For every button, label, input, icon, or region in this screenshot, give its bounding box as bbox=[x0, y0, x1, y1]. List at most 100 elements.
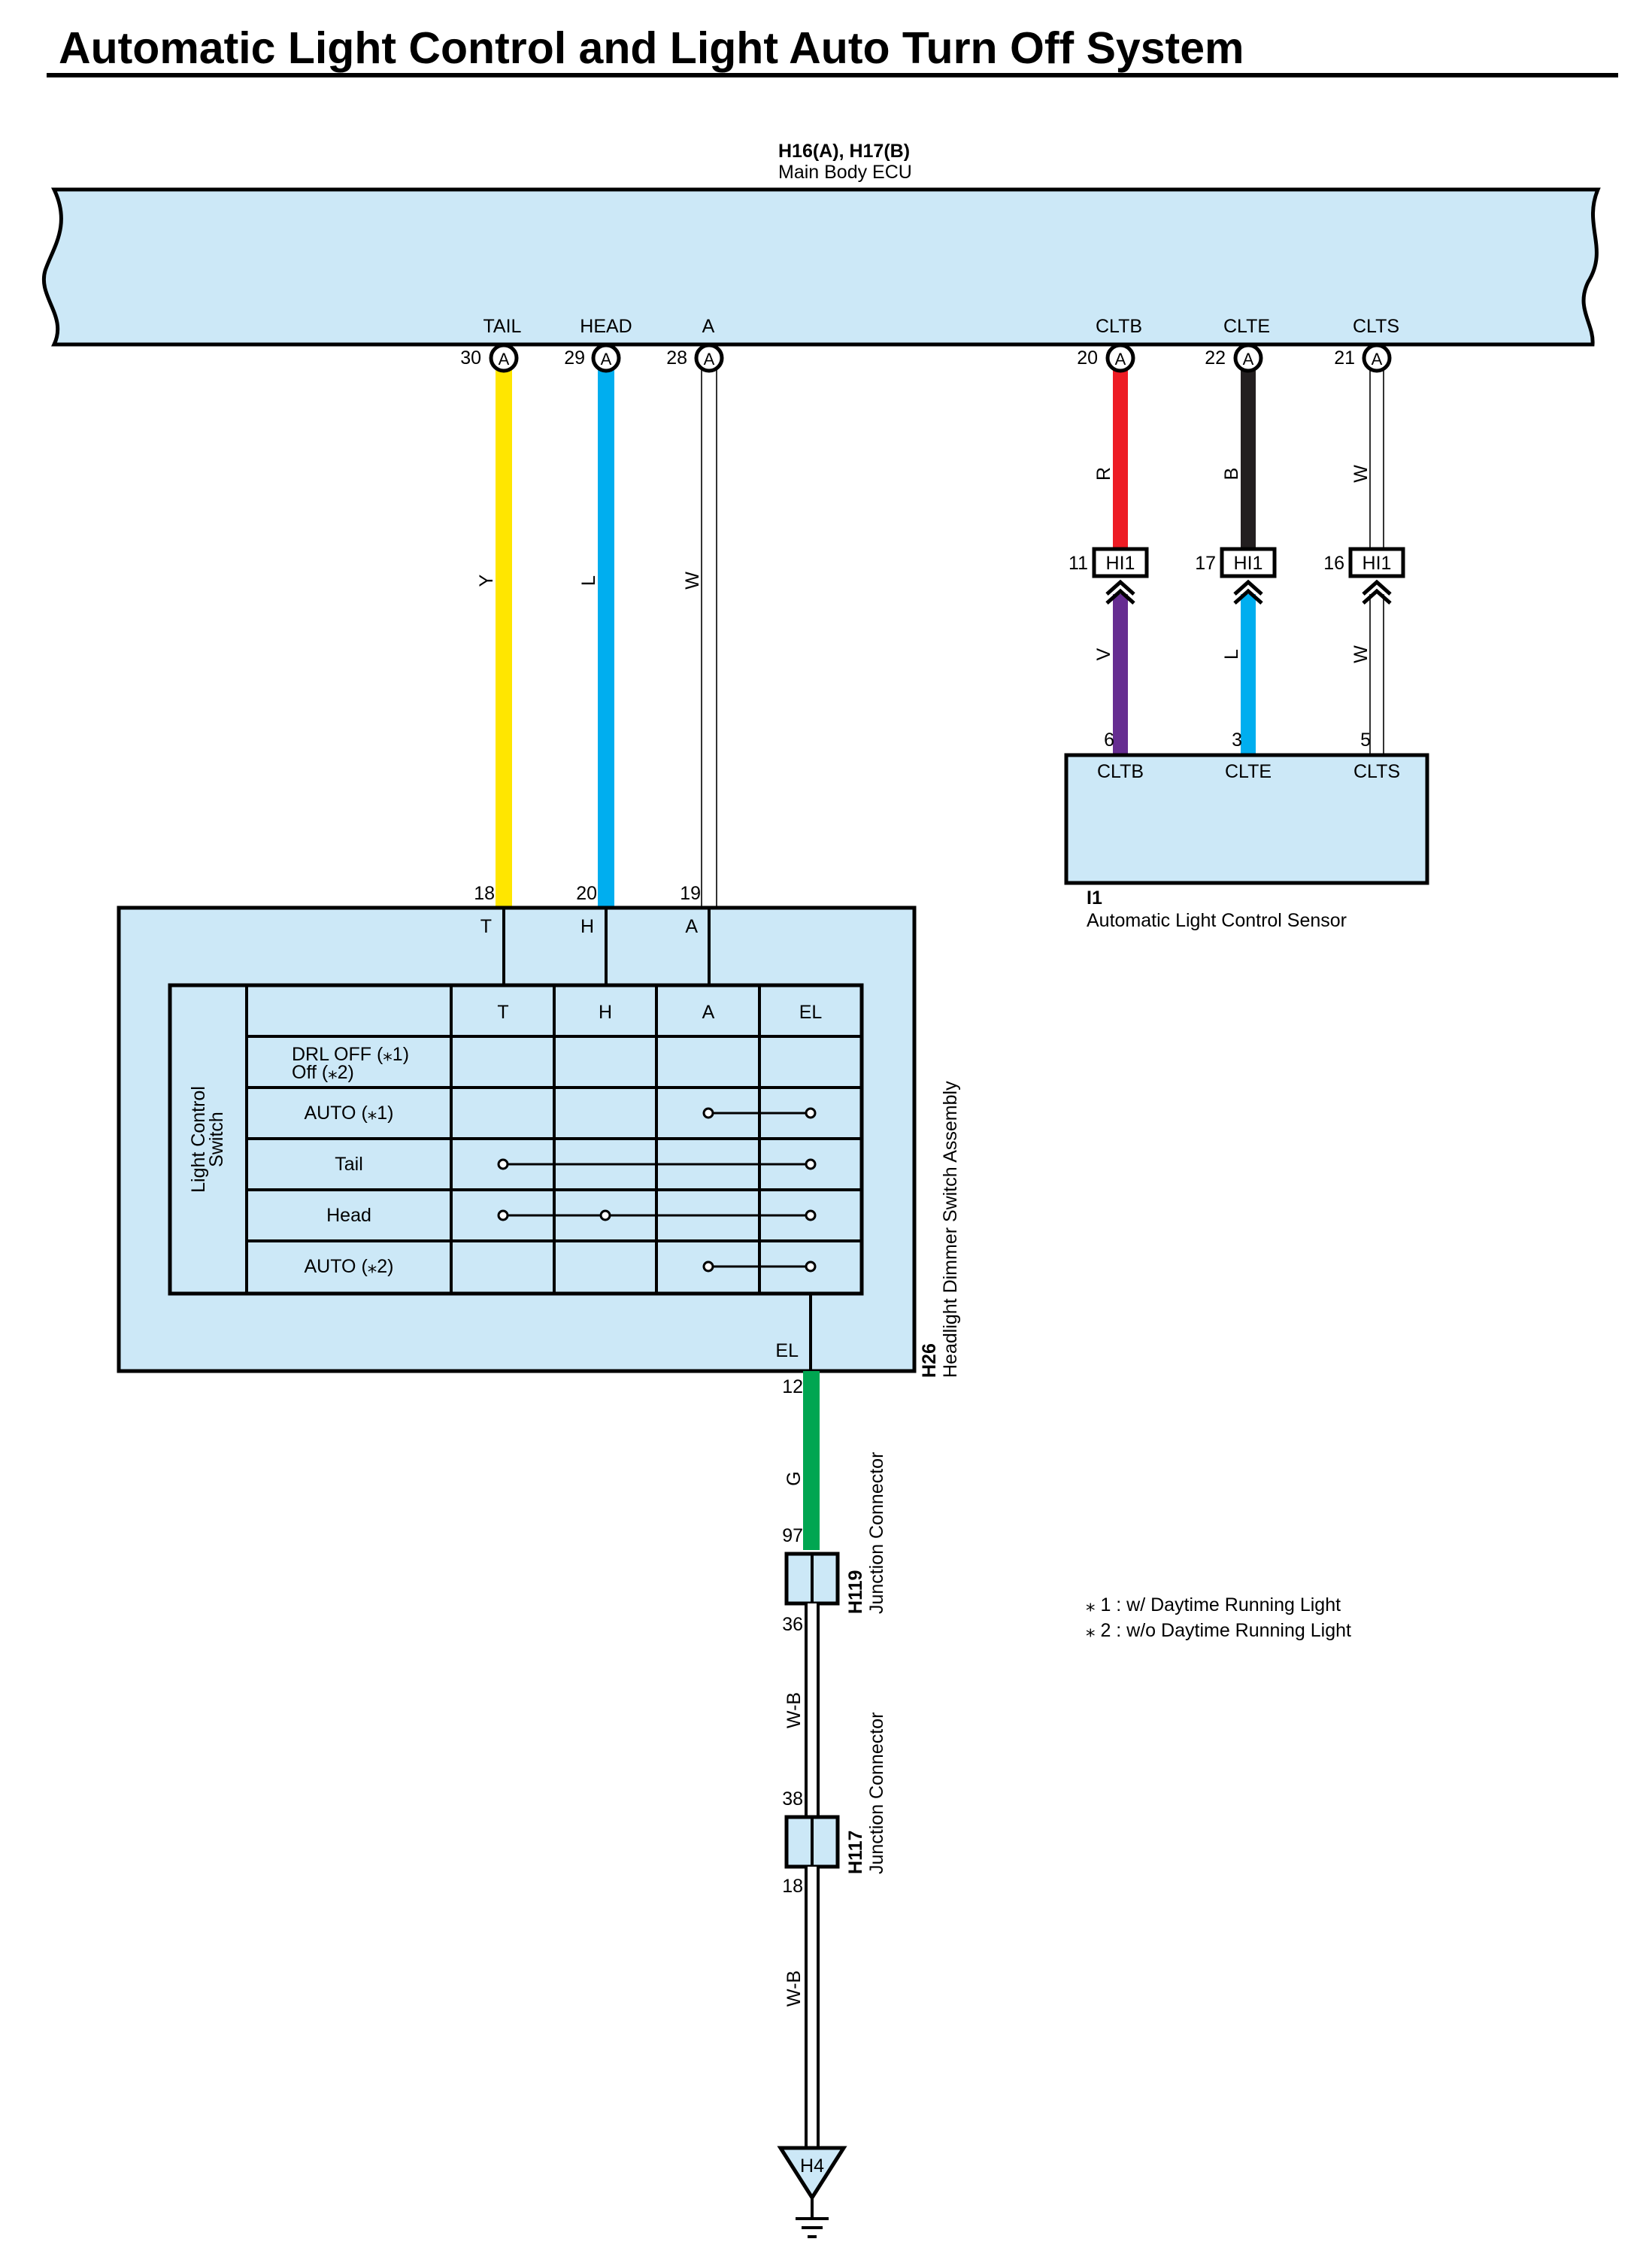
svg-text:A: A bbox=[601, 350, 612, 369]
junction1-pin-36: 36 bbox=[782, 1614, 803, 1635]
page-title: Automatic Light Control and Light Auto T… bbox=[59, 23, 1244, 73]
ecu-pin-circle-cltb: A bbox=[1105, 343, 1135, 373]
junction2-connector-label: H117 bbox=[845, 1831, 866, 1874]
sensor-pin-3: 3 bbox=[1232, 730, 1242, 751]
svg-text:A: A bbox=[1115, 350, 1126, 369]
wire-code-a: W bbox=[682, 572, 703, 590]
sensor-terminal-cltb: CLTB bbox=[1097, 761, 1144, 782]
wire-clts-white-upper bbox=[1369, 370, 1384, 558]
hi1-pin-11: 11 bbox=[1068, 553, 1088, 574]
wire-clts-white-lower bbox=[1369, 594, 1384, 755]
svg-text:A: A bbox=[1372, 350, 1383, 369]
ecu-pin-30: 30 bbox=[460, 347, 481, 369]
switch-side-label-2: Switch bbox=[206, 1112, 227, 1167]
wire-code-clte-lower: L bbox=[1221, 649, 1242, 660]
junction2-name-label: Junction Connector bbox=[866, 1712, 887, 1874]
light-control-sensor-box bbox=[1064, 753, 1429, 885]
el-pin-12: 12 bbox=[782, 1376, 803, 1397]
sensor-connector-label: I1 bbox=[1087, 887, 1102, 909]
hi1-connector-cltb: HI1 bbox=[1092, 547, 1149, 605]
wire-clte-black bbox=[1241, 370, 1256, 558]
wire-el-green bbox=[803, 1371, 820, 1550]
light-control-switch-table bbox=[168, 983, 864, 1296]
switch-row-auto1: AUTO (⁎1) bbox=[305, 1103, 394, 1124]
wire-code-cltb-upper: R bbox=[1093, 467, 1114, 481]
wire-tail-yellow bbox=[496, 370, 512, 908]
switch-row-off: Off (⁎2) bbox=[292, 1062, 354, 1083]
switch-side-label-1: Light Control bbox=[188, 1086, 209, 1193]
wire-ground-segment-1 bbox=[805, 1603, 820, 1817]
switch-col-a: A bbox=[702, 1002, 715, 1023]
hi1-connector-clte: HI1 bbox=[1220, 547, 1277, 605]
hi1-pin-16: 16 bbox=[1323, 553, 1344, 574]
hi1-connector-clts: HI1 bbox=[1348, 547, 1405, 605]
switch-row-tail: Tail bbox=[335, 1154, 363, 1175]
ecu-pin-21: 21 bbox=[1334, 347, 1355, 369]
svg-text:A: A bbox=[704, 350, 715, 369]
sensor-terminal-clte: CLTE bbox=[1225, 761, 1272, 782]
wire-code-clts-upper: W bbox=[1350, 465, 1372, 483]
sensor-pin-5: 5 bbox=[1360, 730, 1371, 751]
wire-code-ground2: W-B bbox=[784, 1970, 805, 2007]
ecu-connector-label: H16(A), H17(B) bbox=[778, 141, 910, 162]
note-1: ⁎ 1 : w/ Daytime Running Light bbox=[1086, 1594, 1341, 1615]
continuity-head bbox=[497, 1209, 817, 1221]
note-2: ⁎ 2 : w/o Daytime Running Light bbox=[1086, 1620, 1351, 1641]
continuity-auto1 bbox=[702, 1107, 817, 1119]
junction1-name-label: Junction Connector bbox=[866, 1452, 887, 1614]
junction2-pin-18: 18 bbox=[782, 1876, 803, 1897]
switch-pin-19: 19 bbox=[680, 883, 701, 904]
svg-text:HI1: HI1 bbox=[1106, 553, 1135, 574]
wire-cltb-violet bbox=[1113, 594, 1128, 755]
ecu-terminal-tail: TAIL bbox=[483, 316, 522, 337]
ecu-pin-circle-clte: A bbox=[1233, 343, 1263, 373]
wire-code-ground1: W-B bbox=[784, 1692, 805, 1728]
junction1-connector-label: H119 bbox=[845, 1570, 866, 1614]
wire-head-blue bbox=[598, 370, 614, 908]
wire-code-cltb-lower: V bbox=[1093, 648, 1114, 660]
wire-a-white bbox=[701, 370, 717, 908]
sensor-terminal-clts: CLTS bbox=[1353, 761, 1400, 782]
ecu-pin-circle-a: A bbox=[694, 343, 724, 373]
svg-text:HI1: HI1 bbox=[1234, 553, 1263, 574]
ecu-terminal-head: HEAD bbox=[580, 316, 632, 337]
ecu-pin-22: 22 bbox=[1205, 347, 1226, 369]
ecu-pin-circle-tail: A bbox=[489, 343, 519, 373]
wire-clte-blue bbox=[1241, 594, 1256, 755]
continuity-tail bbox=[497, 1158, 817, 1170]
switch-pin-20: 20 bbox=[576, 883, 597, 904]
ecu-pin-28: 28 bbox=[666, 347, 687, 369]
switch-name-label: Headlight Dimmer Switch Assembly bbox=[940, 1081, 961, 1378]
wire-code-clte-upper: B bbox=[1221, 468, 1242, 481]
switch-col-el: EL bbox=[799, 1002, 823, 1023]
wire-code-head: L bbox=[578, 575, 599, 586]
wire-code-clts-lower: W bbox=[1350, 645, 1372, 663]
switch-row-drl-off: DRL OFF (⁎1) bbox=[292, 1044, 409, 1065]
ecu-pin-circle-clts: A bbox=[1362, 343, 1392, 373]
switch-col-t: T bbox=[497, 1002, 508, 1023]
sensor-pin-6: 6 bbox=[1104, 730, 1114, 751]
switch-col-h: H bbox=[599, 1002, 612, 1023]
switch-row-auto2: AUTO (⁎2) bbox=[305, 1256, 394, 1277]
ecu-terminal-cltb: CLTB bbox=[1096, 316, 1142, 337]
ecu-terminal-a: A bbox=[702, 316, 715, 337]
switch-input-label-a: A bbox=[685, 916, 698, 937]
ground-label: H4 bbox=[800, 2155, 824, 2177]
wire-code-tail: Y bbox=[476, 574, 497, 587]
wire-ground-segment-2 bbox=[805, 1867, 820, 2148]
wire-cltb-red bbox=[1113, 370, 1128, 558]
switch-input-label-h: H bbox=[580, 916, 594, 937]
junction2-pin-38: 38 bbox=[782, 1788, 803, 1810]
ecu-pin-20: 20 bbox=[1077, 347, 1098, 369]
ecu-terminal-clts: CLTS bbox=[1353, 316, 1399, 337]
main-body-ecu-box bbox=[41, 187, 1601, 347]
switch-pin-18: 18 bbox=[474, 883, 495, 904]
svg-text:A: A bbox=[499, 350, 510, 369]
junction1-pin-97: 97 bbox=[782, 1525, 803, 1546]
ecu-name-label: Main Body ECU bbox=[778, 162, 912, 183]
svg-text:A: A bbox=[1243, 350, 1254, 369]
switch-row-head: Head bbox=[326, 1205, 371, 1226]
ground-symbol-h4 bbox=[777, 2146, 847, 2238]
wire-code-el: G bbox=[784, 1471, 805, 1485]
